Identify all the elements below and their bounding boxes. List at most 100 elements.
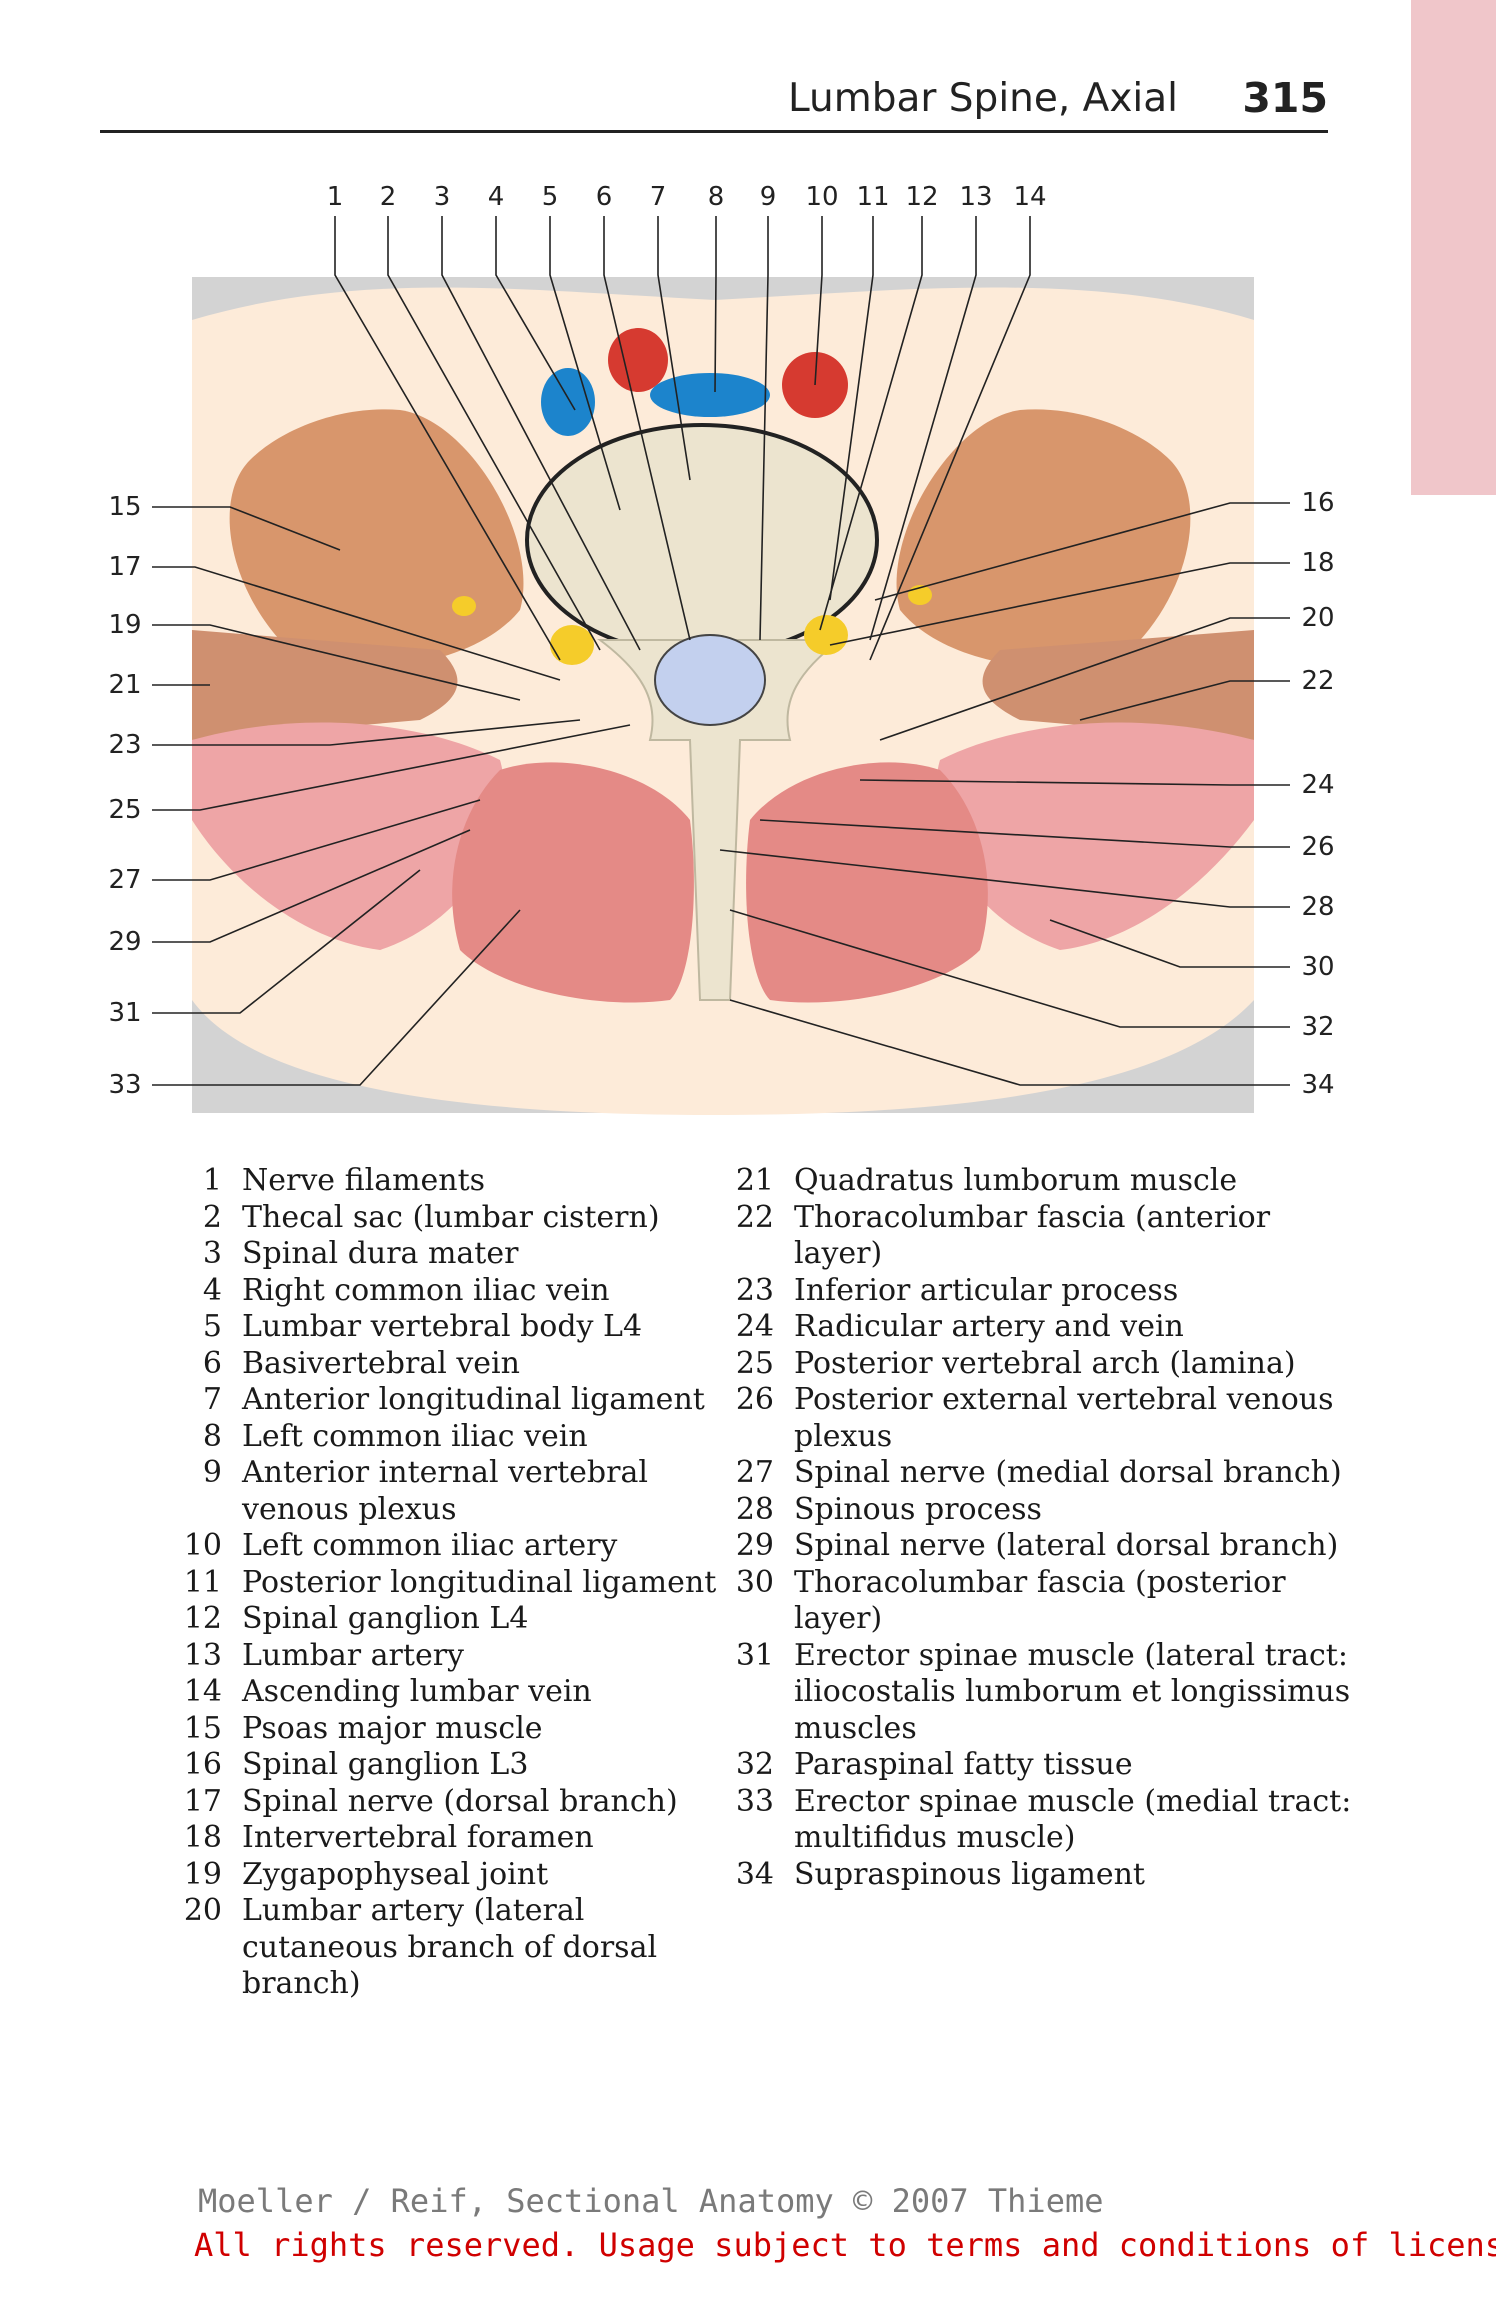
multifidus-left: [746, 762, 988, 1003]
callout-number: 4: [487, 182, 505, 212]
legend-number: 27: [735, 1455, 774, 1490]
legend-label: Thecal sac (lumbar cistern): [242, 1199, 660, 1235]
legend-number: 31: [735, 1637, 774, 1673]
legend-label: Spinous process: [794, 1491, 1042, 1527]
page-number: 315: [1242, 74, 1328, 122]
legend-label: Left common iliac artery: [242, 1528, 618, 1563]
callout-number: 12: [905, 182, 939, 212]
legend-label: Thoracolumbar fascia (posterior layer): [794, 1564, 1286, 1637]
legend-label: Posterior vertebral arch (lamina): [794, 1345, 1296, 1381]
callout-number: 1: [326, 182, 344, 212]
legend-label: Spinal ganglion L4: [242, 1601, 529, 1636]
callout-number: 14: [1013, 182, 1047, 212]
legend-label: Lumbar artery (lateral cutaneous branch …: [242, 1893, 658, 2001]
legend-number: 5: [202, 1309, 222, 1344]
callout-number: 15: [108, 492, 142, 522]
legend-number: 11: [183, 1564, 222, 1600]
legend-number: 28: [735, 1491, 774, 1527]
right-iliac-vein: [541, 368, 595, 436]
legend-label: Anterior internal vertebral venous plexu…: [242, 1455, 648, 1527]
legend-item: 28 Spinous process: [712, 1492, 1352, 1529]
legend-number: 2: [202, 1199, 222, 1235]
legend-label: Posterior longitudinal ligament: [242, 1564, 717, 1600]
legend-number: 1: [202, 1163, 222, 1198]
legend-label: Left common iliac vein: [242, 1418, 588, 1454]
legend-item: 23 Inferior articular process: [712, 1273, 1352, 1310]
legend-label: Paraspinal fatty tissue: [794, 1747, 1133, 1782]
legend-number: 14: [183, 1674, 222, 1709]
legend-label: Basivertebral vein: [242, 1345, 520, 1381]
nerve-right: [452, 596, 476, 616]
legend-label: Inferior articular process: [794, 1272, 1179, 1308]
psoas-left: [896, 409, 1191, 668]
legend-number: 15: [183, 1710, 222, 1746]
legend-number: 22: [735, 1199, 774, 1235]
callout-number: 17: [108, 552, 142, 582]
multifidus-right: [452, 762, 694, 1003]
callout-number: 3: [433, 182, 451, 212]
legend-item: 31 Erector spinae muscle (lateral tract: …: [712, 1638, 1352, 1748]
copyright-credit: Moeller / Reif, Sectional Anatomy © 2007…: [198, 2182, 1104, 2220]
legend-number: 10: [183, 1528, 222, 1563]
legend-label: Lumbar artery: [242, 1637, 464, 1673]
legend-item: 22 Thoracolumbar fascia (anterior layer): [712, 1200, 1352, 1273]
legend-label: Lumbar vertebral body L4: [242, 1309, 643, 1344]
legend-number: 32: [735, 1747, 774, 1782]
callout-number: 13: [959, 182, 993, 212]
callout-number: 30: [1301, 952, 1335, 982]
callout-number: 32: [1301, 1012, 1335, 1042]
legend-number: 21: [735, 1163, 774, 1198]
right-iliac-artery: [608, 328, 668, 392]
legend-number: 26: [735, 1382, 774, 1417]
legend-number: 33: [735, 1783, 774, 1819]
legend-label: Anterior longitudinal ligament: [242, 1382, 705, 1417]
callout-number: 20: [1301, 603, 1335, 633]
legend-label: Psoas major muscle: [242, 1710, 543, 1746]
legend-label: Spinal nerve (lateral dorsal branch): [794, 1528, 1339, 1563]
legend-label: Erector spinae muscle (medial tract: mul…: [794, 1783, 1352, 1856]
legend-number: 19: [183, 1856, 222, 1892]
legend-number: 16: [183, 1747, 222, 1782]
legend-number: 23: [735, 1272, 774, 1308]
callout-number: 21: [108, 670, 142, 700]
ganglion-right: [550, 625, 594, 665]
legend-label: Thoracolumbar fascia (anterior layer): [794, 1199, 1271, 1272]
callout-number: 6: [595, 182, 613, 212]
legend-number: 9: [202, 1455, 222, 1490]
legend-label: Nerve filaments: [242, 1163, 486, 1198]
legend-number: 3: [202, 1236, 222, 1271]
callout-number: 16: [1301, 488, 1335, 518]
left-iliac-vein: [650, 373, 770, 417]
legend-number: 6: [202, 1345, 222, 1381]
legend-label: Spinal dura mater: [242, 1236, 519, 1271]
running-title: Lumbar Spine, Axial: [787, 76, 1178, 121]
callout-number: 34: [1301, 1070, 1335, 1100]
quadratus-left: [982, 630, 1254, 740]
legend-number: 29: [735, 1528, 774, 1563]
legend-number: 30: [735, 1564, 774, 1600]
legend-item: 9 Anterior internal vertebral venous plex…: [160, 1455, 720, 1528]
legend-item: 3 Spinal dura mater: [160, 1236, 720, 1273]
thecal-sac: [654, 634, 766, 726]
legend-item: 6 Basivertebral vein: [160, 1346, 720, 1383]
callout-number: 18: [1301, 548, 1335, 578]
legend-label: Intervertebral foramen: [242, 1820, 594, 1855]
legend-label: Radicular artery and vein: [794, 1309, 1184, 1344]
callout-number: 2: [379, 182, 397, 212]
page-header: Lumbar Spine, Axial 315: [100, 70, 1328, 133]
legend-label: Erector spinae muscle (lateral tract: il…: [794, 1637, 1351, 1746]
quadratus-right: [192, 630, 458, 740]
callout-number: 25: [108, 795, 142, 825]
callout-number: 11: [856, 182, 890, 212]
